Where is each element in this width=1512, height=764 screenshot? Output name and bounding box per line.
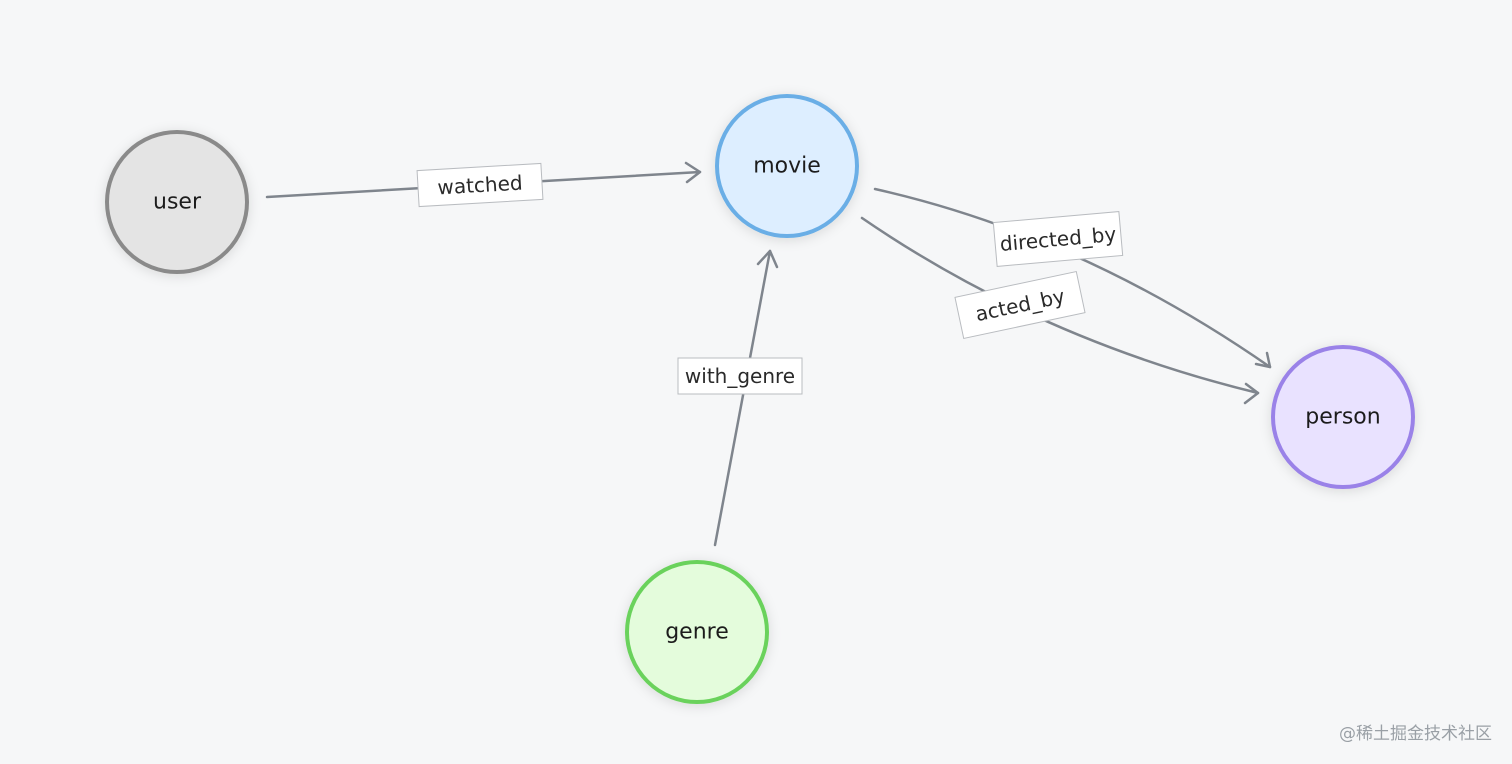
node-user[interactable]: user <box>105 130 249 274</box>
edge-label-watched-text: watched <box>437 171 523 200</box>
node-person-label: person <box>1305 405 1380 430</box>
node-user-label: user <box>153 190 202 215</box>
node-movie[interactable]: movie <box>715 94 859 238</box>
edge-label-watched: watched <box>416 162 544 208</box>
edge-label-with-genre: with_genre <box>677 357 803 395</box>
node-movie-circle <box>715 94 859 238</box>
node-person-circle <box>1271 345 1415 489</box>
node-genre[interactable]: genre <box>625 560 769 704</box>
edge-label-directed-by: directed_by <box>992 211 1124 267</box>
edge-label-acted-by: acted_by <box>954 270 1086 340</box>
node-person[interactable]: person <box>1271 345 1415 489</box>
node-genre-label: genre <box>665 620 729 645</box>
watermark: @稀土掘金技术社区 <box>1339 724 1492 744</box>
node-genre-circle <box>625 560 769 704</box>
edge-label-with-genre-text: with_genre <box>685 364 795 388</box>
node-movie-label: movie <box>753 154 821 179</box>
edge-with-genre[interactable] <box>713 249 779 547</box>
edge-acted-by[interactable] <box>860 216 1260 405</box>
node-user-circle <box>105 130 249 274</box>
